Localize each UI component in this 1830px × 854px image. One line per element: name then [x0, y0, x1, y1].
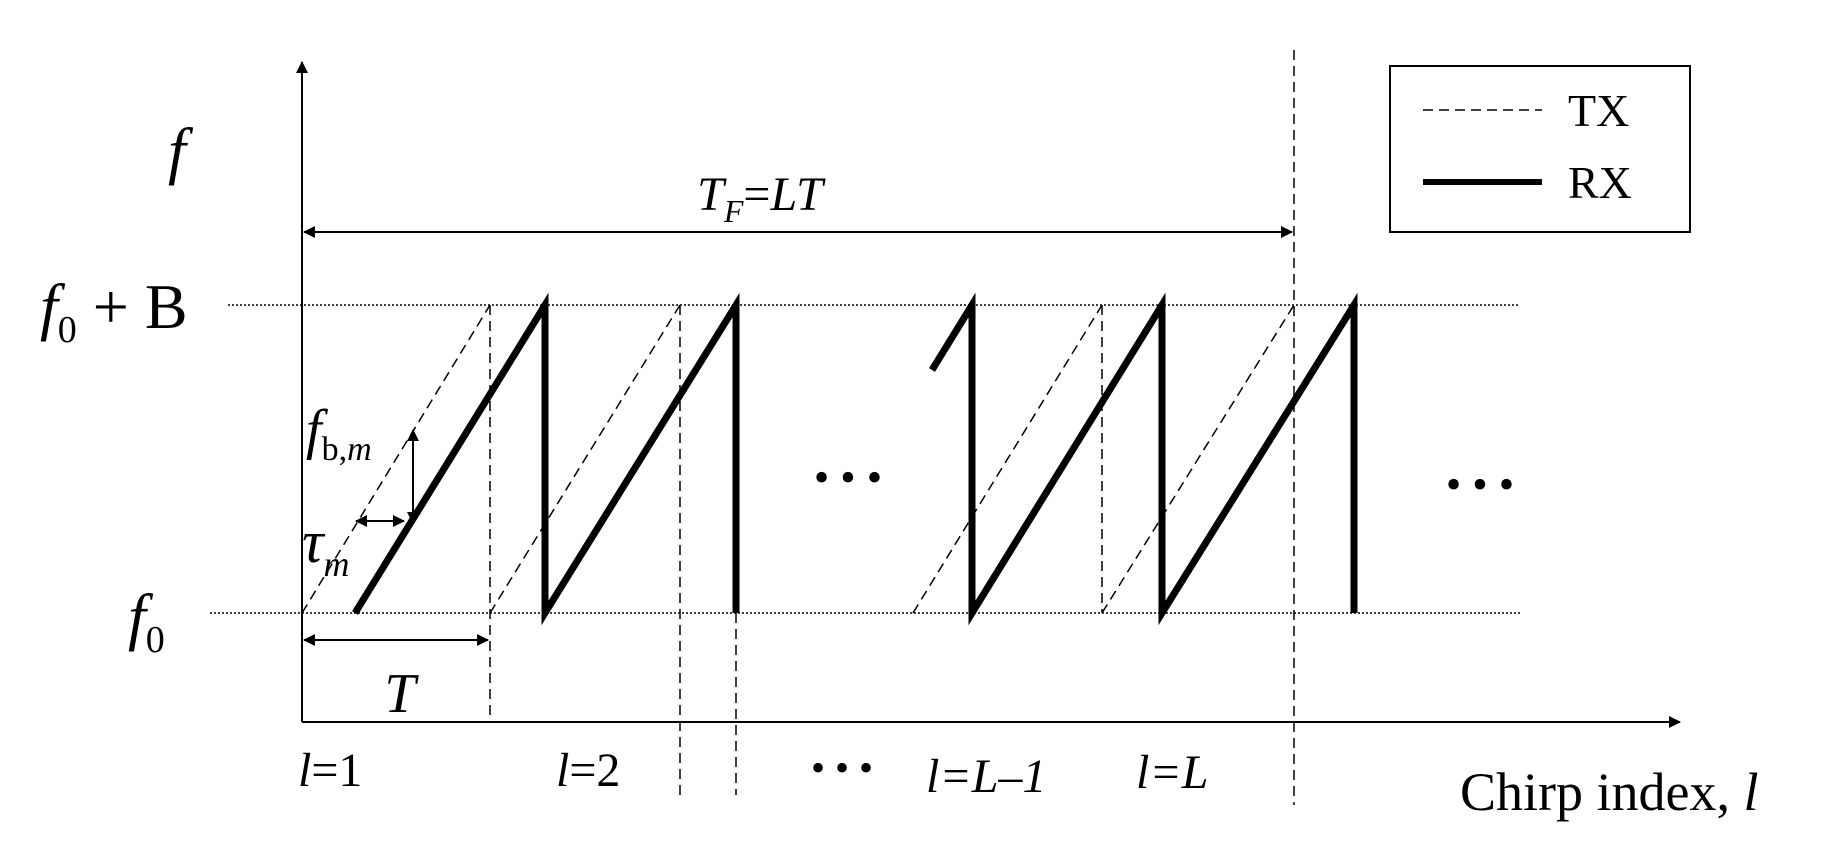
- legend: TX RX: [1389, 65, 1691, 233]
- y-axis-symbol: f: [168, 115, 194, 186]
- frame-duration-label: TF=LT: [697, 168, 826, 229]
- delay-label: τm: [302, 509, 349, 584]
- legend-tx-label: TX: [1568, 85, 1629, 136]
- base-frequency-label: f0: [128, 581, 165, 661]
- legend-box: [1389, 65, 1691, 233]
- ellipsis-middle: • • •: [814, 453, 882, 502]
- beat-frequency-label: fb,m: [306, 399, 372, 468]
- legend-rx-label: RX: [1568, 157, 1632, 208]
- tx-chirps: [301, 304, 1295, 614]
- chirp-boundaries: [489, 50, 1295, 805]
- chirp-label-2: l=2: [556, 744, 620, 797]
- top-frequency-label: f0 + B: [40, 271, 188, 351]
- ellipsis-right: • • •: [1446, 460, 1514, 509]
- rx-chirps: [352, 292, 1358, 626]
- period-label: T: [384, 663, 419, 725]
- chirp-label-L: l=L: [1136, 746, 1208, 799]
- chirp-label-1: l=1: [298, 744, 362, 797]
- chirp-label-L-minus-1: l=L–1: [926, 750, 1046, 803]
- ellipsis-chirp-labels: • • •: [811, 745, 873, 790]
- x-axis-label: Chirp index, l: [1460, 762, 1759, 822]
